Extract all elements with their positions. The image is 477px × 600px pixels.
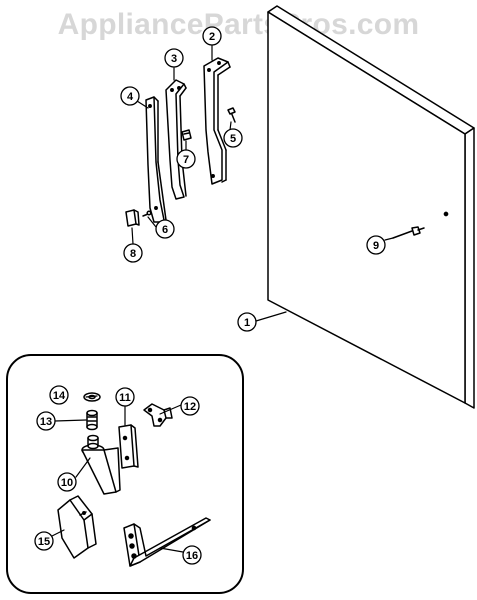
callout-circle-12 xyxy=(180,396,200,416)
hinge-pin-13 xyxy=(86,409,98,431)
angle-bracket-12 xyxy=(143,403,173,427)
door-panel xyxy=(267,5,475,409)
hinge-strap-left xyxy=(145,96,167,223)
callout-circle-11 xyxy=(115,387,135,407)
screw-5 xyxy=(227,107,236,123)
clip-8 xyxy=(125,209,140,227)
callout-label-6: 6 xyxy=(162,224,168,236)
callout-label-7: 7 xyxy=(183,154,189,166)
callout-label-10: 10 xyxy=(61,477,73,489)
callout-labels: 2 3 4 5 7 6 8 9 1 14 13 11 12 10 15 16 xyxy=(38,31,379,562)
callout-circle-5 xyxy=(223,128,243,148)
hinge-bracket-10 xyxy=(81,434,121,495)
callout-label-12: 12 xyxy=(184,401,196,413)
hinge-strap-middle xyxy=(165,79,187,200)
hinge-kit-inset xyxy=(6,354,244,594)
callout-circle-7 xyxy=(176,149,196,169)
callout-label-9: 9 xyxy=(373,240,379,252)
screw-6 xyxy=(142,210,152,217)
l-bracket-16 xyxy=(123,517,211,567)
callout-circle-8 xyxy=(123,243,143,263)
callout-label-13: 13 xyxy=(40,416,52,428)
callout-circles xyxy=(34,26,386,565)
spacer-7 xyxy=(181,129,192,141)
door-screw xyxy=(392,226,425,239)
callout-label-11: 11 xyxy=(119,392,131,404)
callout-circle-9 xyxy=(366,235,386,255)
callout-label-1: 1 xyxy=(244,317,250,329)
callout-label-4: 4 xyxy=(127,91,134,103)
callout-circle-1 xyxy=(237,312,257,332)
callout-circle-4 xyxy=(120,86,140,106)
callout-circle-14 xyxy=(49,385,69,405)
callout-circle-6 xyxy=(155,219,175,239)
leader-lines xyxy=(51,44,394,553)
callout-circle-13 xyxy=(36,411,56,431)
callout-circle-3 xyxy=(164,48,184,68)
callout-label-2: 2 xyxy=(209,31,215,43)
callout-label-8: 8 xyxy=(130,248,136,260)
callout-circle-15 xyxy=(34,531,54,551)
callout-circle-16 xyxy=(182,545,202,565)
callout-circle-2 xyxy=(202,26,222,46)
callout-circle-10 xyxy=(57,472,77,492)
callout-label-14: 14 xyxy=(53,390,66,402)
hinge-strap-right xyxy=(203,57,231,185)
callout-label-3: 3 xyxy=(171,53,177,65)
watermark-text: AppliancePartsPros.com xyxy=(57,8,420,41)
bracket-block-15 xyxy=(57,495,97,559)
callout-label-16: 16 xyxy=(186,550,198,562)
plate-11 xyxy=(118,424,139,469)
callout-label-15: 15 xyxy=(38,536,50,548)
callout-label-5: 5 xyxy=(230,133,236,145)
